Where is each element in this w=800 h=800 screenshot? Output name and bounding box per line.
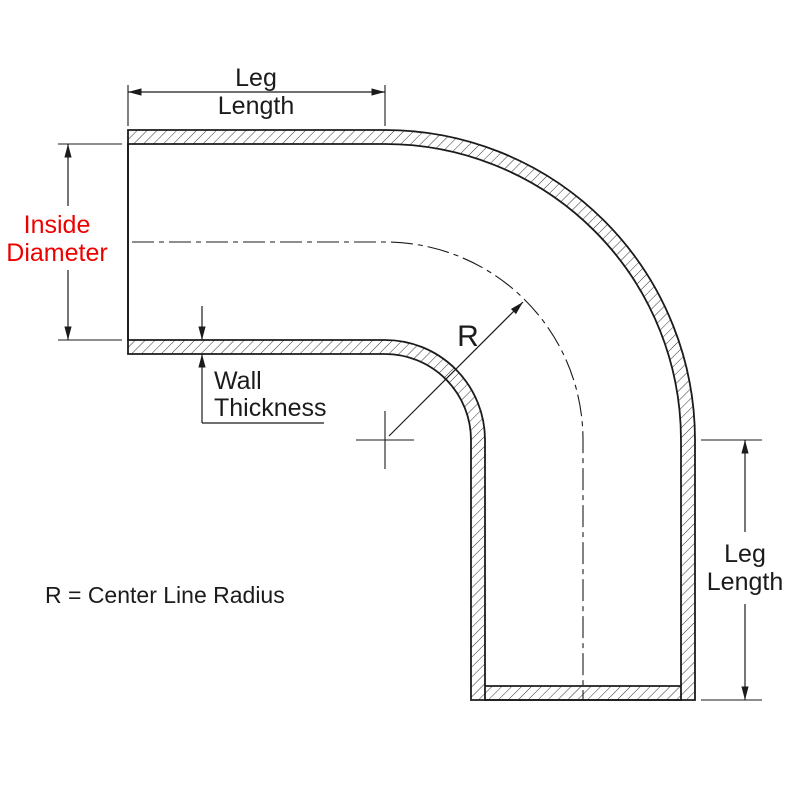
leg-length-right-label-line2: Length [707, 568, 783, 596]
wall-thickness-label-line2: Thickness [214, 394, 327, 422]
pipe-outer-outline [127, 129, 696, 701]
inside-diameter-label-line1: Inside [24, 211, 91, 239]
inside-diameter-label-line2: Diameter [6, 239, 107, 267]
legend-text: R = Center Line Radius [45, 582, 285, 608]
pipe-inner-outline [127, 143, 682, 701]
leg-length-top-label-line2: Length [218, 92, 294, 120]
pipe-centerline [132, 241, 584, 700]
leg-length-top-label-line1: Leg [235, 64, 277, 92]
leg-length-right-label-line1: Leg [724, 540, 766, 568]
radius-label: R [457, 320, 479, 353]
wall-thickness-label-line1: Wall [214, 367, 262, 395]
radius-leader-line [388, 301, 524, 437]
